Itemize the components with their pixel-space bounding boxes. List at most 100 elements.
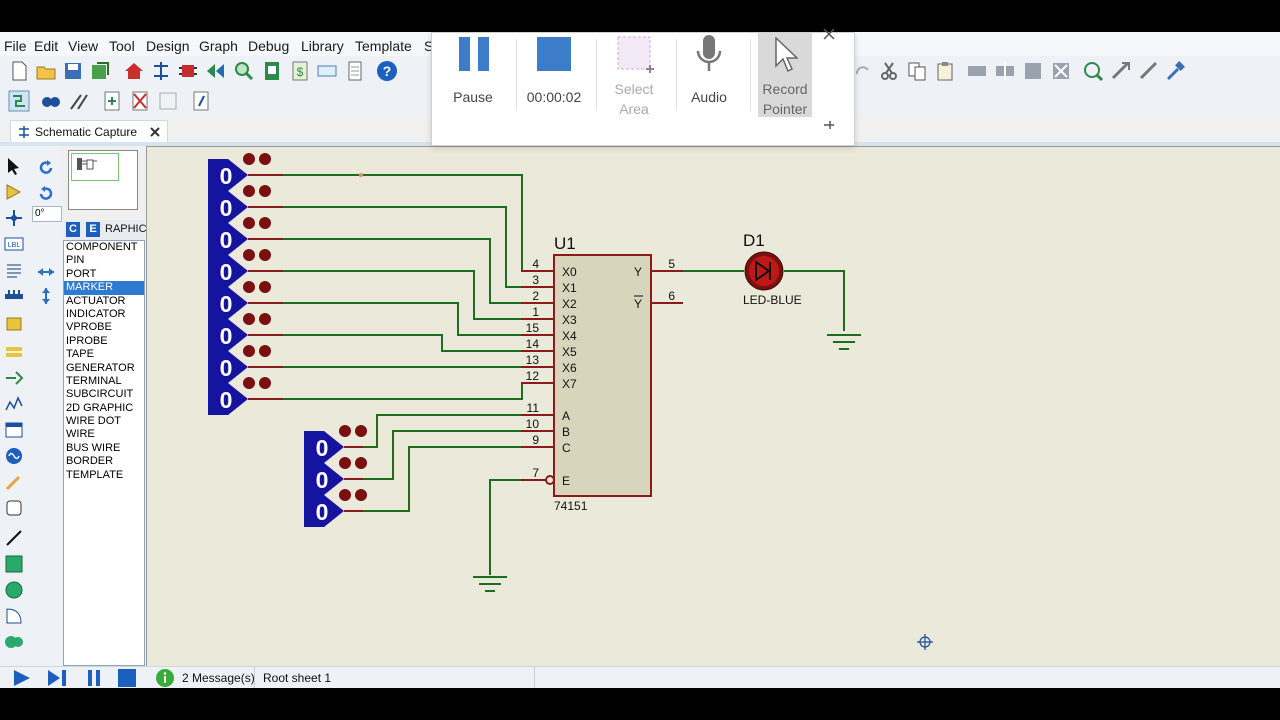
import-icon[interactable] bbox=[89, 60, 111, 82]
menu-graph[interactable]: Graph bbox=[199, 38, 238, 54]
select-area-button[interactable]: Select Area bbox=[600, 33, 668, 117]
menu-file[interactable]: File bbox=[4, 38, 27, 54]
report-icon[interactable] bbox=[344, 60, 366, 82]
logic-state[interactable]: 0 bbox=[208, 217, 283, 255]
schematic-icon[interactable] bbox=[150, 60, 172, 82]
generator-mode-icon[interactable] bbox=[4, 446, 24, 466]
list-item[interactable]: PORT bbox=[66, 267, 97, 280]
logic-state[interactable]: 0 bbox=[304, 425, 367, 463]
pcb-icon[interactable] bbox=[177, 60, 199, 82]
list-item[interactable]: TERMINAL bbox=[66, 374, 122, 387]
messages-count[interactable]: 2 Message(s) bbox=[182, 671, 255, 685]
arc-tool-icon[interactable] bbox=[4, 606, 24, 626]
rotation-angle-field[interactable]: 0° bbox=[32, 206, 62, 222]
line-tool-icon[interactable] bbox=[4, 528, 24, 548]
design-explorer-icon[interactable] bbox=[190, 90, 212, 112]
list-item[interactable]: SUBCIRCUIT bbox=[66, 388, 134, 401]
menu-template[interactable]: Template bbox=[355, 38, 412, 54]
new-sheet-icon[interactable] bbox=[101, 90, 123, 112]
help-icon[interactable]: ? bbox=[376, 60, 398, 82]
edit-selector-button[interactable]: E bbox=[86, 222, 100, 237]
voltage-probe-icon[interactable] bbox=[4, 472, 24, 492]
list-item[interactable]: 2D GRAPHIC bbox=[66, 401, 134, 414]
overview-window[interactable] bbox=[68, 150, 138, 210]
wire-label-icon[interactable]: LBL bbox=[4, 234, 24, 254]
list-item[interactable]: ACTUATOR bbox=[66, 294, 126, 307]
logic-state[interactable]: 0 bbox=[208, 153, 283, 191]
stop-recording-button[interactable]: 00:00:02 bbox=[520, 33, 588, 117]
box-tool-icon[interactable] bbox=[4, 554, 24, 574]
search-icon[interactable] bbox=[40, 90, 62, 112]
copy-icon[interactable] bbox=[906, 60, 928, 82]
list-item[interactable]: WIRE DOT bbox=[66, 415, 121, 428]
list-item[interactable]: IPROBE bbox=[66, 334, 108, 347]
info-icon[interactable] bbox=[156, 669, 174, 687]
menu-view[interactable]: View bbox=[68, 38, 99, 54]
logic-state[interactable]: 0 bbox=[208, 281, 283, 319]
block-copy-icon[interactable] bbox=[966, 60, 988, 82]
make-device-icon[interactable] bbox=[1110, 60, 1132, 82]
pause-sim-icon[interactable] bbox=[82, 669, 106, 687]
cut-icon[interactable] bbox=[878, 60, 900, 82]
logic-state[interactable]: 0 bbox=[304, 489, 367, 527]
zoom-icon[interactable] bbox=[233, 60, 255, 82]
menu-design[interactable]: Design bbox=[146, 38, 190, 54]
list-item[interactable]: VPROBE bbox=[66, 321, 112, 334]
packaging-tool-icon[interactable] bbox=[1138, 60, 1160, 82]
pause-button[interactable]: Pause bbox=[438, 33, 508, 117]
tape-recorder-icon[interactable] bbox=[4, 420, 24, 440]
logic-state[interactable]: 0 bbox=[208, 313, 283, 351]
block-move-icon[interactable] bbox=[994, 60, 1016, 82]
list-item-selected[interactable]: MARKER bbox=[64, 281, 144, 295]
menu-system[interactable]: S bbox=[424, 38, 434, 54]
step-icon[interactable] bbox=[46, 669, 70, 687]
mirror-x-icon[interactable] bbox=[36, 262, 56, 282]
junction-dot-icon[interactable] bbox=[4, 208, 24, 228]
home-icon[interactable] bbox=[123, 60, 145, 82]
list-item[interactable]: PIN bbox=[66, 254, 85, 267]
list-item[interactable]: COMPONENT bbox=[66, 241, 138, 253]
list-item[interactable]: GENERATOR bbox=[66, 361, 135, 374]
close-recorder-icon[interactable] bbox=[822, 27, 836, 41]
audio-button[interactable]: Audio bbox=[680, 33, 738, 117]
gerber-icon[interactable] bbox=[261, 60, 283, 82]
mirror-y-icon[interactable] bbox=[36, 286, 56, 306]
logic-state[interactable]: 0 bbox=[208, 345, 283, 383]
menu-edit[interactable]: Edit bbox=[34, 38, 59, 54]
list-item[interactable]: WIRE bbox=[66, 428, 95, 441]
selection-mode-icon[interactable] bbox=[4, 156, 24, 176]
rotate-anticlockwise-icon[interactable] bbox=[36, 184, 56, 204]
stop-icon[interactable] bbox=[116, 669, 140, 687]
pick-device-icon[interactable] bbox=[1082, 60, 1104, 82]
terminal-mode-icon[interactable] bbox=[4, 342, 24, 362]
list-item[interactable]: BORDER bbox=[66, 455, 114, 468]
menu-debug[interactable]: Debug bbox=[248, 38, 290, 54]
text-script-icon[interactable] bbox=[4, 260, 24, 280]
device-pin-icon[interactable] bbox=[4, 368, 24, 388]
pin-icon[interactable] bbox=[822, 119, 836, 131]
logic-state[interactable]: 0 bbox=[208, 185, 283, 223]
rotate-clockwise-icon[interactable] bbox=[36, 158, 56, 178]
tab-schematic-capture[interactable]: Schematic Capture bbox=[10, 120, 168, 143]
open-folder-icon[interactable] bbox=[35, 60, 57, 82]
list-item[interactable]: TEMPLATE bbox=[66, 468, 124, 481]
menu-tool[interactable]: Tool bbox=[109, 38, 135, 54]
circle-tool-icon[interactable] bbox=[4, 580, 24, 600]
list-item[interactable]: BUS WIRE bbox=[66, 441, 121, 454]
close-icon[interactable] bbox=[149, 126, 161, 138]
menu-library[interactable]: Library bbox=[301, 38, 344, 54]
binary-icon[interactable] bbox=[316, 60, 338, 82]
save-icon[interactable] bbox=[62, 60, 84, 82]
redo-icon[interactable] bbox=[852, 60, 874, 82]
bus-icon[interactable] bbox=[4, 286, 24, 306]
component-mode-icon[interactable] bbox=[4, 182, 24, 202]
block-rotate-icon[interactable] bbox=[1022, 60, 1044, 82]
3d-view-icon[interactable] bbox=[204, 60, 226, 82]
play-icon[interactable] bbox=[10, 669, 34, 687]
graph-mode-icon[interactable] bbox=[4, 394, 24, 414]
logic-state[interactable]: 0 bbox=[208, 249, 283, 287]
virtual-instrument-icon[interactable] bbox=[4, 498, 24, 518]
record-pointer-button[interactable]: Record Pointer bbox=[758, 33, 812, 117]
subcircuit-icon[interactable] bbox=[4, 314, 24, 334]
